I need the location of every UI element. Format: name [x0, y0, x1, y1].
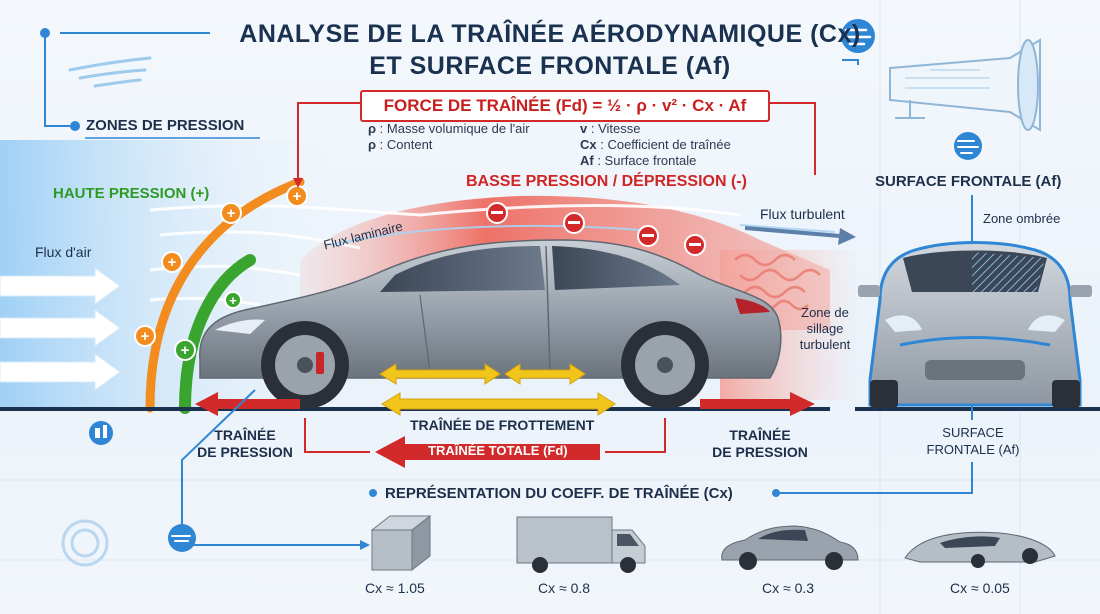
coeff-section-title: REPRÉSENTATION DU COEFF. DE TRAÎNÉE (Cx) [385, 485, 733, 502]
friction-drag-label: TRAÎNÉE DE FROTTEMENT [410, 417, 595, 433]
drag-force-formula: FORCE DE TRAÎNÉE (Fd) = ½ · ρ · v² · Cx … [360, 90, 770, 122]
spiral-icon [61, 519, 109, 567]
wind-tunnel-icon [889, 38, 1041, 132]
svg-text:+: + [227, 205, 236, 222]
title-line-2: ET SURFACE FRONTALE (Af) [369, 52, 731, 80]
cx-sedan-label: Cx ≈ 0.3 [762, 580, 815, 596]
svg-text:+: + [293, 188, 302, 205]
zones-label: ZONES DE PRESSION [86, 117, 245, 134]
wind-small-icon [954, 132, 982, 160]
car-front [858, 241, 1092, 408]
legend-v: v : Vitesse [580, 121, 641, 136]
svg-text:+: + [181, 342, 190, 359]
air-flow-icon [68, 56, 152, 88]
wind-icon [841, 19, 875, 53]
svg-text:+: + [141, 328, 150, 345]
legend-cx: Cx : Coefficient de traînée [580, 137, 731, 152]
frontal-area-title: SURFACE FRONTALE (Af) [875, 173, 1062, 190]
cx-cube-label: Cx ≈ 1.05 [365, 580, 425, 596]
cx-streamliner-label: Cx ≈ 0.05 [950, 580, 1010, 596]
truck-shape [516, 516, 646, 573]
legend-rho-2: ρ : Content [368, 137, 433, 152]
svg-text:+: + [168, 254, 177, 271]
air-flow-label: Flux d'air [35, 244, 92, 260]
streamliner-shape [904, 531, 1056, 568]
car-side [199, 239, 782, 409]
legend-rho-1: ρ : Masse volumique de l'air [368, 121, 530, 136]
cx-truck-label: Cx ≈ 0.8 [538, 580, 591, 596]
high-pressure-label: HAUTE PRESSION (+) [53, 185, 210, 202]
shaded-zone-label: Zone ombrée [983, 211, 1061, 226]
cube-shape [370, 514, 432, 572]
svg-text:+: + [229, 293, 237, 308]
sedan-shape [721, 525, 859, 570]
total-drag-label: TRAÎNÉE TOTALE (Fd) [428, 443, 568, 458]
person-icon [89, 421, 113, 445]
turbulent-flow-label: Flux turbulent [760, 206, 845, 222]
low-pressure-label: BASSE PRESSION / DÉPRESSION (-) [466, 173, 747, 190]
legend-af: Af : Surface frontale [580, 153, 697, 168]
title-line-1: ANALYSE DE LA TRAÎNÉE AÉRODYNAMIQUE (Cx) [239, 20, 861, 48]
hand-flow-icon [168, 524, 196, 552]
